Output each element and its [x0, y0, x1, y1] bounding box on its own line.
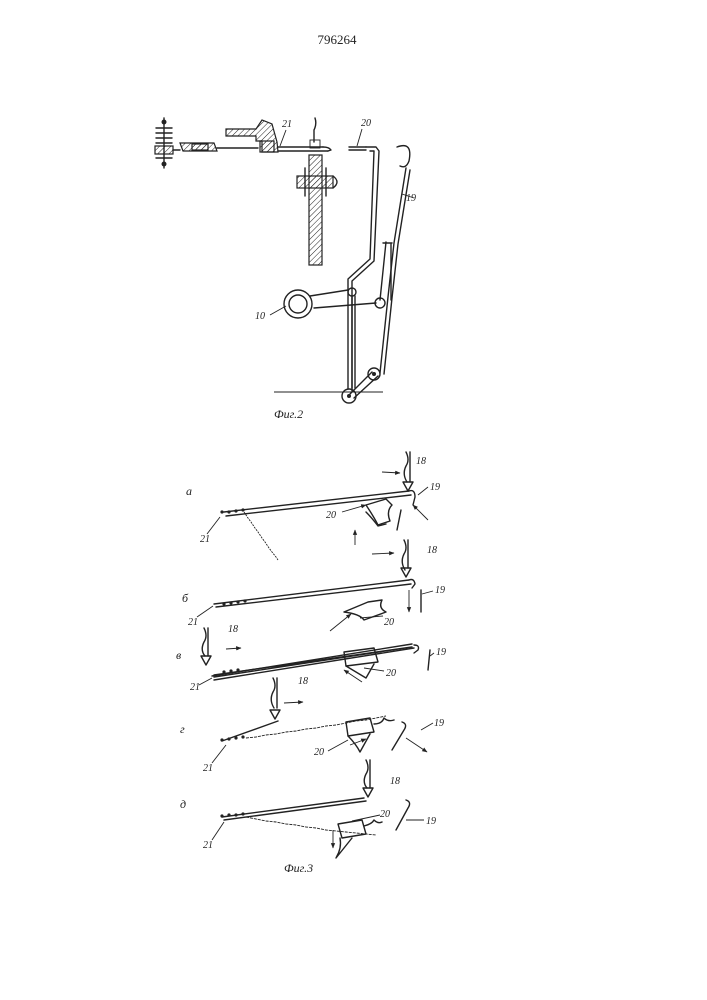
panel-letter: д [180, 797, 186, 811]
fig3-panel-e: д 18 21 20 19 [180, 760, 436, 858]
fig3-panel-c: в 18 21 20 19 [176, 624, 446, 693]
fig2-label-21: 21 [282, 119, 292, 130]
label-20: 20 [326, 510, 336, 521]
fig3-panel-b: б 18 21 20 19 [182, 540, 445, 631]
label-21: 21 [203, 840, 213, 851]
part-20: 20 [349, 118, 371, 150]
fig3-panel-a: а 18 21 20 19 [186, 452, 440, 560]
label-20: 20 [386, 668, 396, 679]
label-21: 21 [188, 617, 198, 628]
label-20: 20 [384, 617, 394, 628]
label-18: 18 [228, 624, 238, 635]
label-21: 21 [200, 534, 210, 545]
panel-letter: г [180, 722, 185, 736]
label-19: 19 [436, 647, 446, 658]
shaft-10: 10 [255, 290, 312, 322]
label-19: 19 [435, 585, 445, 596]
fig2-caption: Фиг.2 [274, 407, 303, 421]
label-21: 21 [190, 682, 200, 693]
label-20: 20 [380, 809, 390, 820]
patent-number: 796264 [318, 32, 358, 47]
fig2-label-10: 10 [255, 311, 265, 322]
slotted-link [180, 143, 258, 151]
fig2-label-20: 20 [361, 118, 371, 129]
label-18: 18 [416, 456, 426, 467]
fig3-drawing: а 18 21 20 19 б [176, 452, 446, 875]
label-19: 19 [426, 816, 436, 827]
lever-19: 19 [274, 146, 416, 403]
label-19: 19 [430, 482, 440, 493]
panel-letter: а [186, 484, 192, 498]
rod-21: 21 [278, 119, 331, 151]
label-18: 18 [390, 776, 400, 787]
bracket-block [226, 120, 278, 152]
label-18: 18 [298, 676, 308, 687]
fig2-label-19: 19 [406, 193, 416, 204]
label-20: 20 [314, 747, 324, 758]
fig3-caption: Фиг.3 [284, 861, 313, 875]
label-21: 21 [203, 763, 213, 774]
fig2-drawing: 21 20 19 [155, 118, 416, 421]
label-19: 19 [434, 718, 444, 729]
panel-letter: в [176, 648, 181, 662]
fig3-panel-d: г 18 21 20 19 [180, 676, 444, 774]
label-18: 18 [427, 545, 437, 556]
spring-assembly [155, 118, 180, 168]
panel-letter: б [182, 591, 189, 605]
vertical-bar [297, 118, 337, 265]
